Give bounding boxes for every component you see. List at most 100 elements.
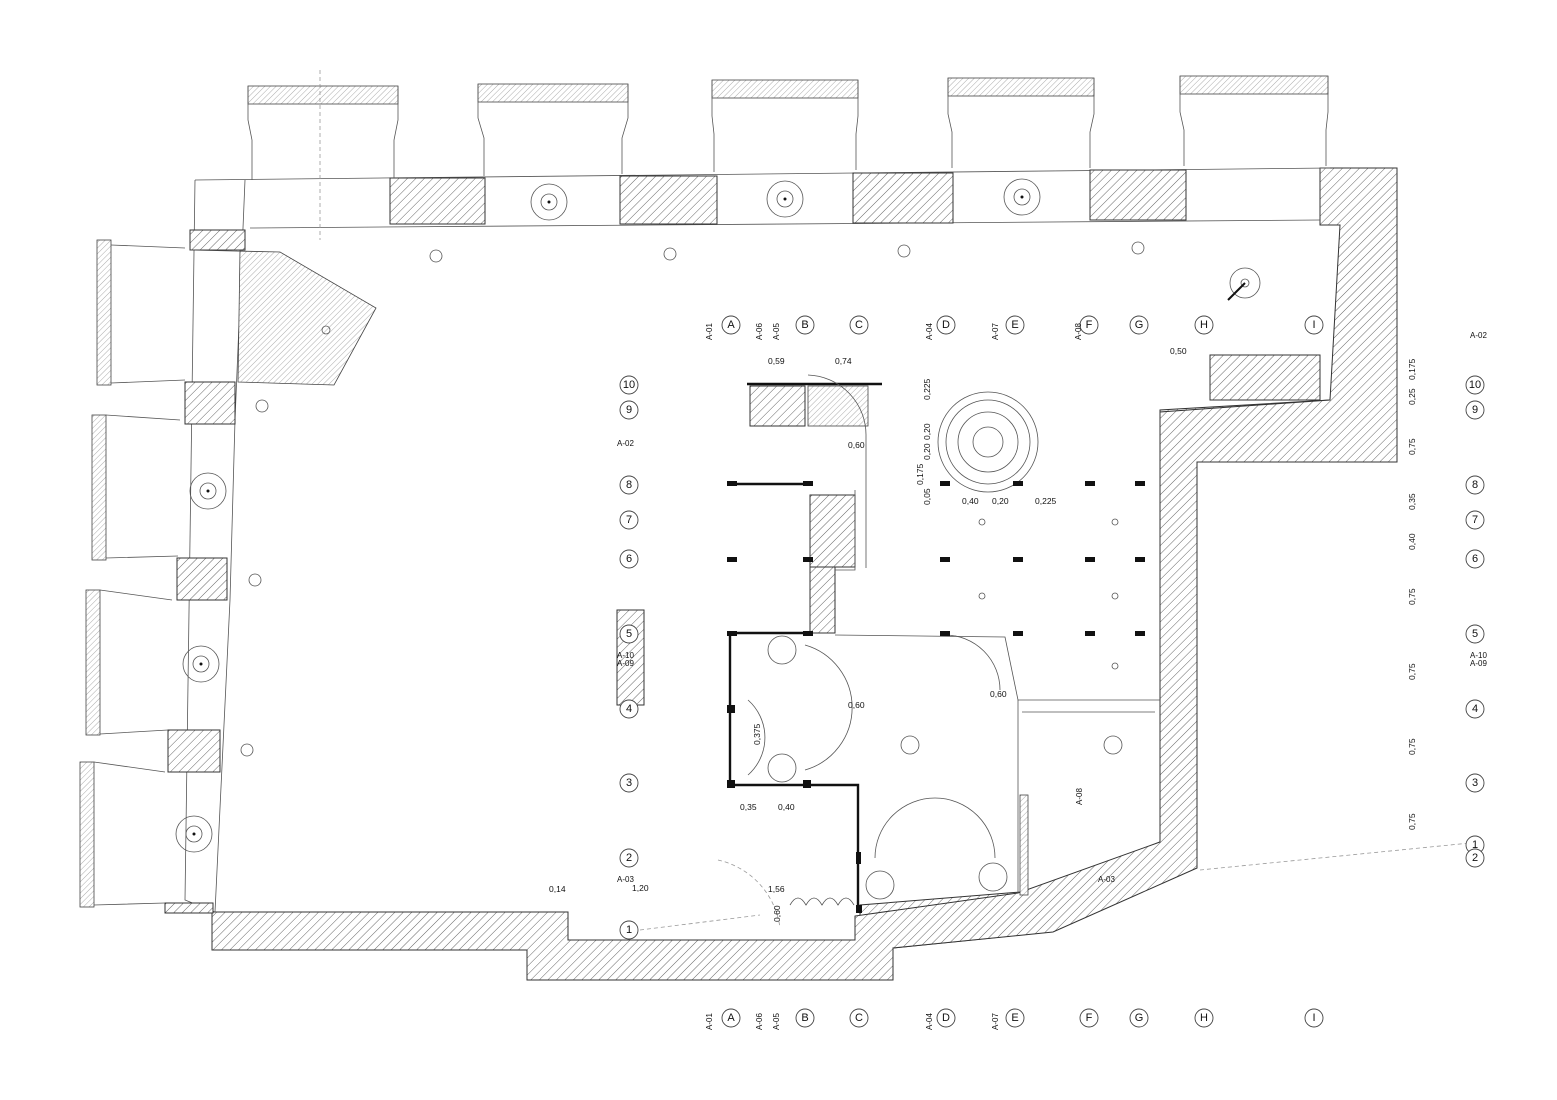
section-mark-a02-right: A-02 [1470,331,1487,340]
svg-text:0,20: 0,20 [922,443,932,460]
svg-text:2: 2 [626,852,632,864]
grid-bubble-row-7-right: 7 [1465,510,1485,530]
svg-text:C: C [855,1012,863,1024]
svg-text:0,75: 0,75 [1407,663,1417,680]
grid-right: 10 9 8 7 6 5 4 3 1 2 [1465,375,1485,868]
section-mark-a10-left: A-10 [617,651,634,660]
section-mark-a04-bottom: A-04 [925,1013,934,1030]
svg-text:B: B [801,1012,808,1024]
section-mark-a10-right: A-10 [1470,651,1487,660]
svg-text:D: D [942,319,950,331]
svg-text:10: 10 [1469,379,1481,391]
svg-text:5: 5 [626,628,632,640]
grid-bubble-g-bottom: G [1129,1008,1149,1028]
svg-text:5: 5 [1472,628,1478,640]
svg-text:0,35: 0,35 [740,802,757,812]
grid-bubble-i-bottom: I [1304,1008,1324,1028]
grid-bubble-row-2-right: 2 [1465,848,1485,868]
grid-bubble-row-6-right: 6 [1465,549,1485,569]
svg-text:0,60: 0,60 [772,905,782,922]
svg-text:4: 4 [1472,703,1478,715]
section-mark-a07-bottom: A-07 [991,1013,1000,1030]
svg-text:0,60: 0,60 [848,440,865,450]
grid-left: 10 9 8 7 6 5 4 3 2 1 [619,375,639,940]
grid-bubble-row-7-left: 7 [619,510,639,530]
grid-bubble-i-top: I [1304,315,1324,335]
section-mark-a05-top: A-05 [772,323,781,340]
svg-text:G: G [1135,1012,1144,1024]
svg-text:F: F [1086,1012,1093,1024]
dimensions-right: 0,175 0,25 0,75 0,35 0,40 0,75 0,75 0,75… [1407,358,1417,830]
svg-text:0,35: 0,35 [1407,493,1417,510]
section-mark-a03-interior: A-03 [1098,875,1115,884]
grid-bubble-row-3-right: 3 [1465,773,1485,793]
section-mark-a01-bottom: A-01 [705,1013,714,1030]
north-arrow-icon [1227,282,1246,301]
svg-text:0,225: 0,225 [1035,496,1057,506]
svg-text:0,20: 0,20 [922,423,932,440]
grid-bubble-row-10-left: 10 [619,375,639,395]
svg-text:1: 1 [1472,839,1478,851]
section-mark-a09-left: A-09 [617,659,634,668]
section-mark-a09-right: A-09 [1470,659,1487,668]
svg-text:3: 3 [1472,777,1478,789]
grid-bubble-row-1-left: 1 [619,920,639,940]
section-mark-a02-left: A-02 [617,439,634,448]
svg-text:B: B [801,319,808,331]
section-mark-a04-top: A-04 [925,323,934,340]
svg-text:0,25: 0,25 [1407,388,1417,405]
svg-text:0,60: 0,60 [990,689,1007,699]
svg-text:0,05: 0,05 [922,488,932,505]
svg-text:0,59: 0,59 [768,356,785,366]
grid-bubble-d-top: D [936,315,956,335]
svg-text:0,74: 0,74 [835,356,852,366]
svg-text:I: I [1312,1012,1315,1024]
svg-text:D: D [942,1012,950,1024]
svg-text:E: E [1011,319,1018,331]
ceiling-fixtures [240,241,1261,757]
section-mark-a06-top: A-06 [755,323,764,340]
svg-text:G: G [1135,319,1144,331]
grid-bubble-row-2-left: 2 [619,848,639,868]
grid-bubble-row-4-right: 4 [1465,699,1485,719]
section-mark-a03-left: A-03 [617,875,634,884]
grid-bubble-row-5-left: 5 [619,624,639,644]
svg-text:0,40: 0,40 [1407,533,1417,550]
svg-text:0,175: 0,175 [1407,358,1417,380]
grid-bubble-h-bottom: H [1194,1008,1214,1028]
grid-bubble-f-top: F [1079,315,1099,335]
svg-text:0,375: 0,375 [752,723,762,745]
grid-bubble-row-1-right: 1 [1465,835,1485,855]
svg-text:A: A [727,319,735,331]
svg-text:0,75: 0,75 [1407,438,1417,455]
svg-text:0,50: 0,50 [1170,346,1187,356]
grid-bubble-e-bottom: E [1005,1008,1025,1028]
svg-text:0,175: 0,175 [915,463,925,485]
dimensions-plan: 0,59 0,74 0,60 0,225 0,20 0,20 0,175 0,0… [549,346,1187,922]
svg-text:0,20: 0,20 [992,496,1009,506]
svg-text:1,56: 1,56 [768,884,785,894]
section-marks-side: A-02 A-10 A-09 A-03 A-02 A-10 A-09 A-08 … [617,331,1487,884]
section-mark-a08-interior: A-08 [1075,788,1084,805]
grid-bubble-row-6-left: 6 [619,549,639,569]
grid-bubble-a-top: A [721,315,741,335]
svg-text:0,60: 0,60 [848,700,865,710]
columns [727,481,1145,913]
grid-bubble-f-bottom: F [1079,1008,1099,1028]
grid-top: A B C D E F G H I [721,315,1324,335]
svg-text:6: 6 [626,553,632,565]
section-mark-a06-bottom: A-06 [755,1013,764,1030]
svg-text:7: 7 [626,514,632,526]
svg-text:2: 2 [1472,852,1478,864]
grid-bottom: A B C D E F G H I [721,1008,1324,1028]
grid-bubble-c-bottom: C [849,1008,869,1028]
grid-bubble-row-3-left: 3 [619,773,639,793]
svg-text:A: A [727,1012,735,1024]
svg-text:8: 8 [1472,479,1478,491]
svg-text:I: I [1312,319,1315,331]
svg-text:C: C [855,319,863,331]
svg-text:7: 7 [1472,514,1478,526]
section-mark-a05-bottom: A-05 [772,1013,781,1030]
section-marks-bottom: A-01 A-06 A-05 A-04 A-07 [705,1013,1000,1030]
